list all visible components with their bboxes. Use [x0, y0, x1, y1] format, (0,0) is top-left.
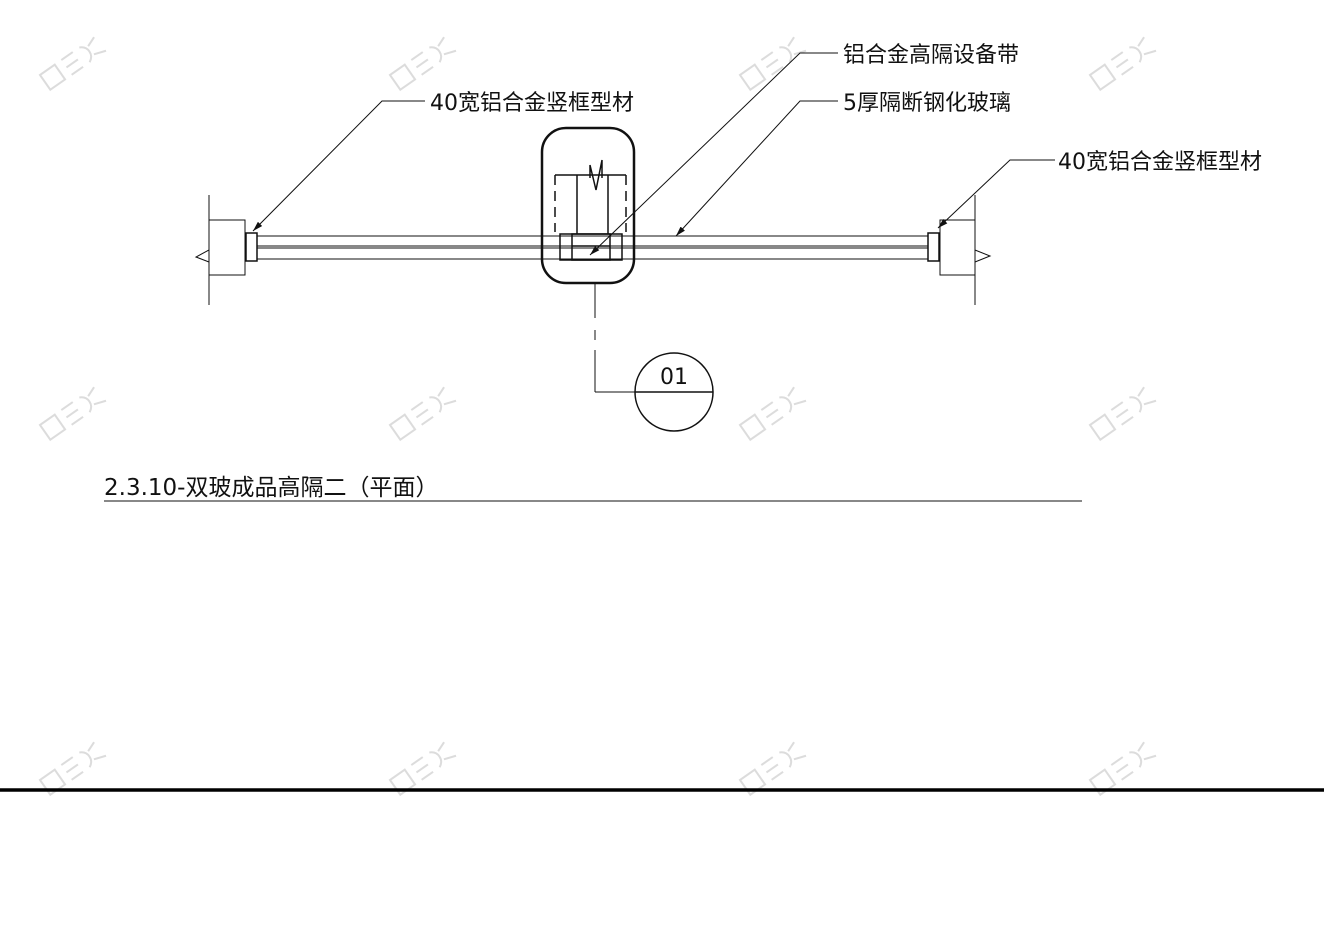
label-glass: 5厚隔断钢化玻璃 — [843, 91, 1011, 116]
left-frame-profile — [245, 232, 258, 262]
drawing-title: 2.3.10-双玻成品高隔二（平面） — [104, 475, 438, 501]
label-left-frame: 40宽铝合金竖框型材 — [430, 91, 634, 116]
right-wall — [939, 195, 992, 305]
label-equipment-strip: 铝合金高隔设备带 — [843, 43, 1019, 68]
leader-lines — [252, 52, 1055, 256]
equipment-strip — [540, 126, 636, 393]
watermark-group — [38, 36, 1157, 797]
detail-ref-number: 01 — [660, 365, 688, 390]
left-wall — [194, 195, 246, 305]
detail-reference: 01 — [634, 352, 714, 432]
label-right-frame: 40宽铝合金竖框型材 — [1058, 150, 1262, 175]
right-frame-profile — [927, 232, 940, 262]
glass-panels — [257, 235, 928, 260]
